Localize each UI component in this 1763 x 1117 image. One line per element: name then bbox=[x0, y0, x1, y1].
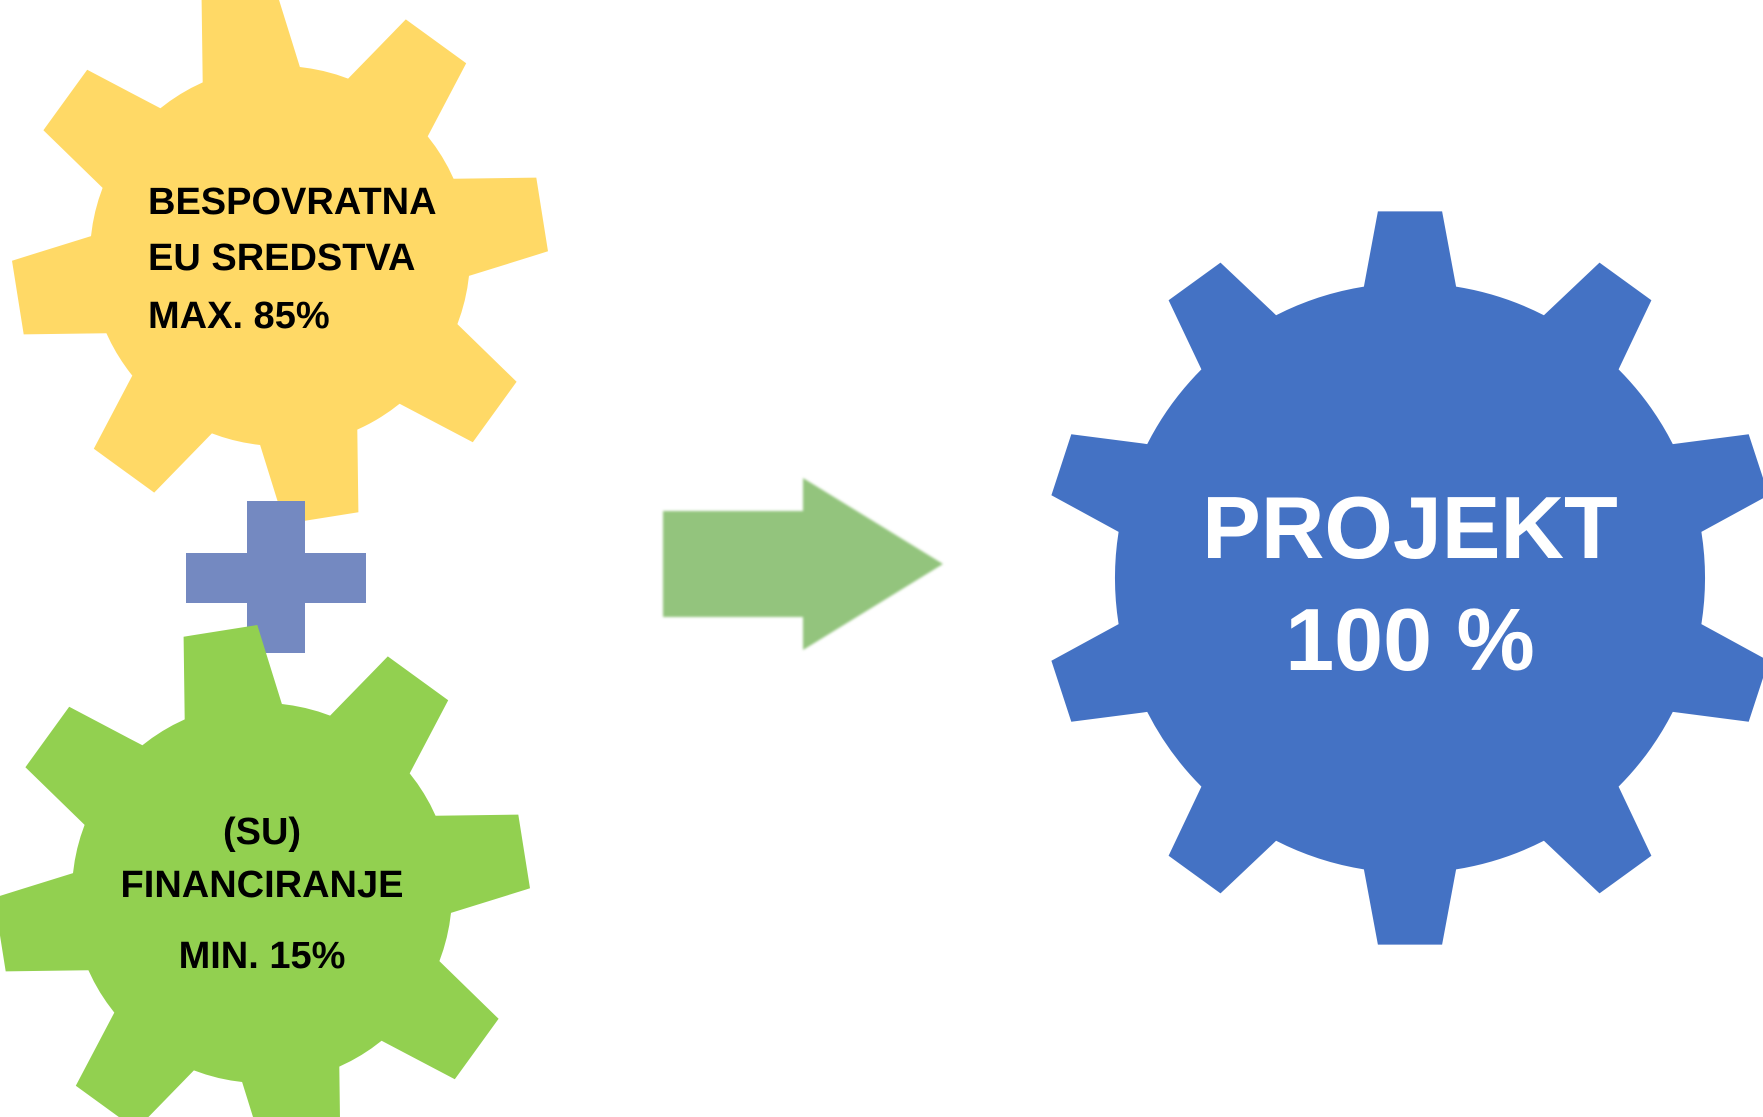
plus-icon bbox=[186, 501, 366, 653]
eu-funds-line-3: MAX. 85% bbox=[148, 295, 330, 337]
eu-funds-gear: BESPOVRATNA EU SREDSTVA MAX. 85% bbox=[12, 0, 548, 524]
plus-horizontal-bar bbox=[186, 553, 366, 603]
co-financing-line-1: (SU) bbox=[223, 811, 301, 853]
co-financing-line-2: FINANCIRANJE bbox=[121, 864, 404, 906]
co-financing-gear: (SU) FINANCIRANJE MIN. 15% bbox=[0, 625, 530, 1117]
right-arrow-shape bbox=[663, 478, 943, 650]
right-arrow-icon bbox=[663, 478, 943, 650]
project-line-1: PROJEKT bbox=[1202, 478, 1618, 577]
project-gear: PROJEKT 100 % bbox=[1051, 211, 1763, 945]
project-line-2: 100 % bbox=[1285, 590, 1535, 689]
eu-funds-line-1: BESPOVRATNA bbox=[148, 181, 437, 223]
eu-funds-line-2: EU SREDSTVA bbox=[148, 237, 415, 279]
project-gear-shape bbox=[1051, 211, 1763, 945]
eu-funds-gear-shape bbox=[12, 0, 548, 524]
co-financing-gear-shape bbox=[0, 625, 530, 1117]
co-financing-line-3: MIN. 15% bbox=[179, 935, 346, 977]
